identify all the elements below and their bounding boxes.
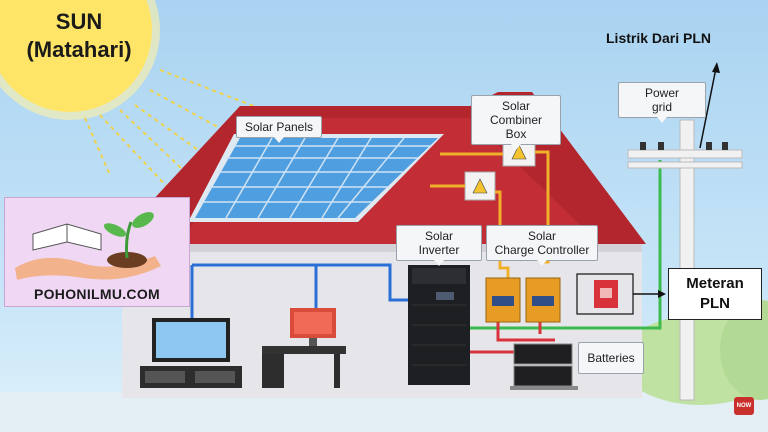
soil-icon xyxy=(107,252,147,268)
desk-with-monitor xyxy=(262,308,346,388)
channel-badge: NOW xyxy=(734,397,754,415)
charge-controller xyxy=(525,277,561,323)
logo-illustration xyxy=(15,212,161,280)
electric-meter xyxy=(576,273,634,315)
sun-title-line1: SUN xyxy=(55,9,103,34)
label-batteries: Batteries xyxy=(578,342,644,374)
bush xyxy=(720,300,768,400)
logo-text: POHONILMU.COM xyxy=(33,286,160,302)
solar-panel-array xyxy=(188,134,444,222)
annotation-listrik-dari-pln: Listrik Dari PLN xyxy=(606,30,712,46)
charge-controller xyxy=(485,277,521,323)
junction-box xyxy=(464,171,496,201)
utility-pole xyxy=(627,119,743,401)
pln-arrow xyxy=(699,62,720,149)
sun-title: SUN (Matahari) xyxy=(4,8,154,64)
hand-icon xyxy=(15,256,161,280)
ground xyxy=(0,392,768,432)
sun xyxy=(0,0,160,120)
leaf-icon xyxy=(132,212,154,228)
pohonilmu-logo: POHONILMU.COM xyxy=(4,197,190,307)
label-power-grid: Power grid xyxy=(618,82,706,123)
inverter-cabinet xyxy=(408,265,470,385)
sprout-stem-icon xyxy=(125,221,133,259)
label-solar-combiner-box: Solar Combiner Box xyxy=(471,95,561,150)
label-solar-charge-controller: Solar Charge Controller xyxy=(486,225,598,266)
meter-arrow xyxy=(633,290,666,298)
battery-wiring xyxy=(470,322,555,354)
sun-title-line2: (Matahari) xyxy=(26,37,132,62)
label-solar-inverter: Solar Inverter xyxy=(396,225,482,266)
ac-wiring xyxy=(190,263,410,318)
leaf-icon xyxy=(103,223,127,237)
label-solar-panels: Solar Panels xyxy=(236,116,322,143)
battery-bank xyxy=(510,343,578,390)
tv-set xyxy=(140,318,242,388)
annotation-meteran-pln: Meteran PLN xyxy=(668,268,762,320)
